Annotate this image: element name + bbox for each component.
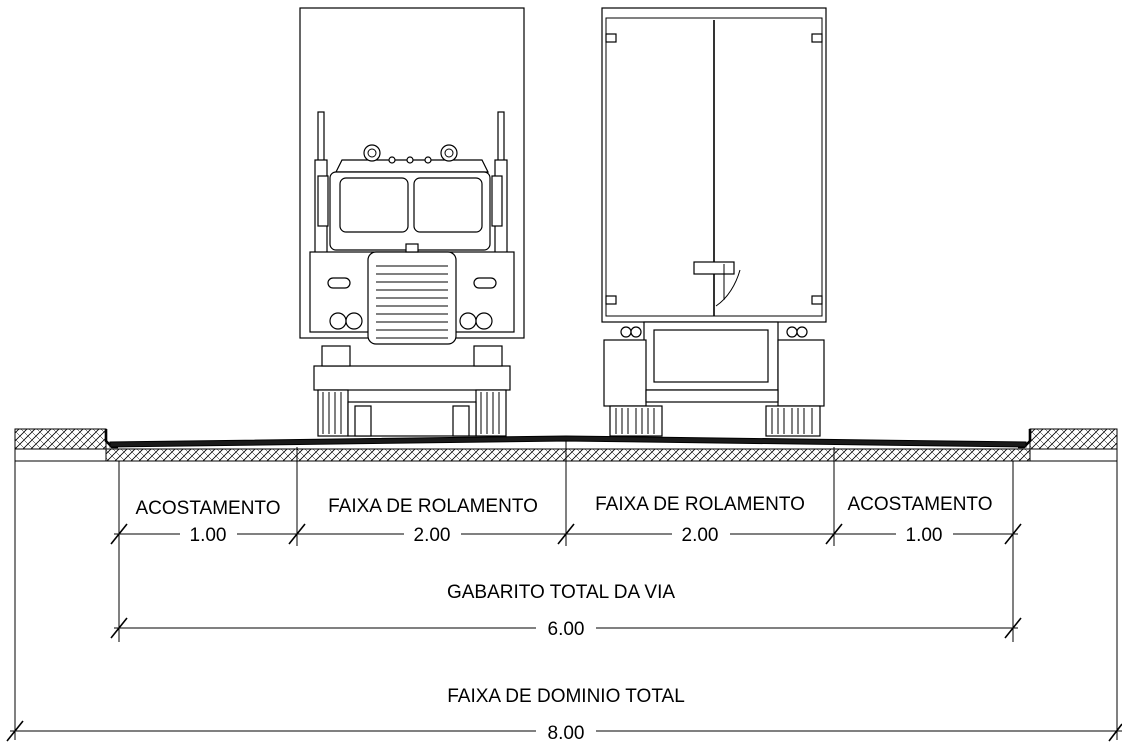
trailer-rear-view [601, 7, 827, 437]
base-course [105, 448, 1031, 462]
label-lane-right: FAIXA DE ROLAMENTO [595, 494, 805, 515]
truck-front-view [299, 7, 525, 437]
asphalt-pavement [109, 435, 1027, 448]
dim-roadway-total: 6.00 [548, 619, 585, 640]
dim-shoulder-left: 1.00 [190, 525, 227, 546]
right-embankment [1029, 428, 1118, 450]
label-shoulder-left: ACOSTAMENTO [136, 498, 281, 519]
label-roadway-total: GABARITO TOTAL DA VIA [447, 582, 675, 603]
dim-lane-right: 2.00 [682, 525, 719, 546]
label-lane-left: FAIXA DE ROLAMENTO [328, 496, 538, 517]
dim-shoulder-right: 1.00 [906, 525, 943, 546]
label-right-of-way-total: FAIXA DE DOMINIO TOTAL [447, 686, 685, 707]
labels: ACOSTAMENTO FAIXA DE ROLAMENTO FAIXA DE … [136, 494, 993, 744]
ground-section [14, 428, 1118, 462]
left-embankment [14, 428, 107, 450]
dim-lane-left: 2.00 [414, 525, 451, 546]
dim-right-of-way-total: 8.00 [548, 723, 585, 744]
dimension-lines [6, 461, 1122, 742]
label-shoulder-right: ACOSTAMENTO [848, 494, 993, 515]
